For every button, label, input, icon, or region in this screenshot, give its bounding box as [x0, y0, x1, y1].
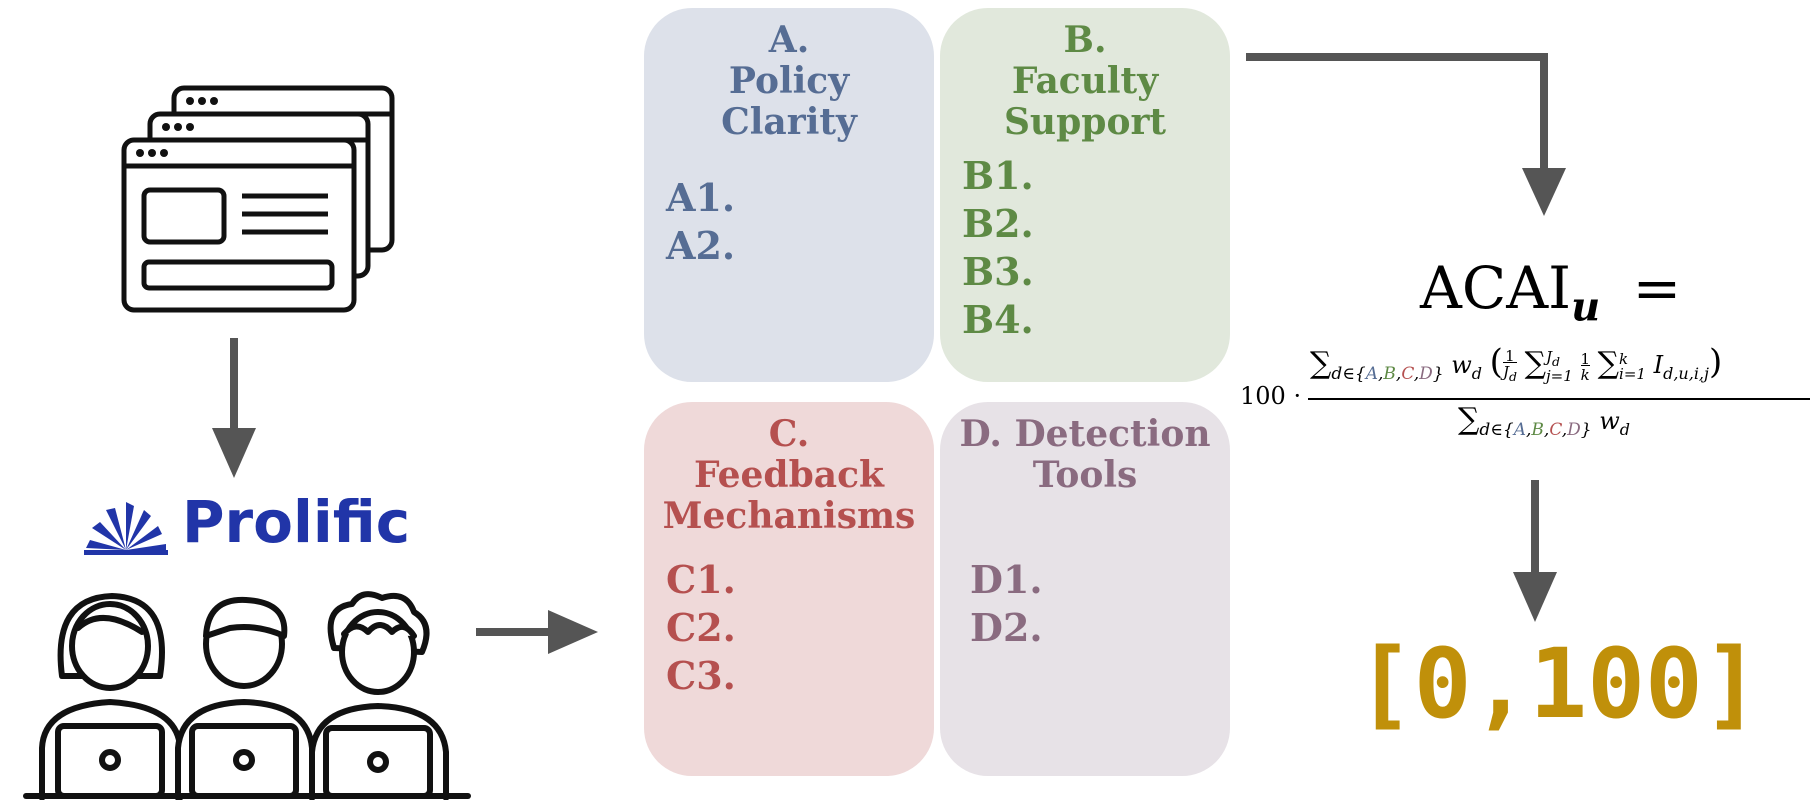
den-set-letter-a: A: [1513, 419, 1526, 440]
card-item: B1.: [962, 153, 1034, 198]
sum-j-lower: j=1: [1546, 366, 1573, 385]
frac-num: 1: [1505, 347, 1515, 365]
card-title: A. Policy Clarity: [721, 19, 857, 143]
sum-symbol-j: ∑: [1524, 346, 1547, 381]
card-items: B1. B2. B3. B4.: [962, 152, 1034, 344]
participants-illustration: [23, 591, 471, 800]
card-items: D1. D2.: [970, 556, 1043, 652]
frac-den-sub: d: [1508, 369, 1517, 384]
participant-curly-icon: [309, 591, 449, 800]
sum-symbol-i: ∑: [1597, 346, 1620, 381]
card-feedback-mechanisms: C. Feedback Mechanisms C1. C2. C3.: [644, 402, 934, 776]
sum-i-lower: i=1: [1619, 364, 1646, 383]
den-set-letter-c: C: [1549, 419, 1562, 440]
card-item: A2.: [666, 223, 736, 268]
card-faculty-support: B. Faculty Support B1. B2. B3. B4.: [940, 8, 1230, 382]
formula-lhs: ACAIu =: [1420, 254, 1681, 331]
set-close: }: [1432, 363, 1444, 384]
card-title: C. Feedback Mechanisms: [662, 413, 916, 537]
formula-denominator: ∑d∈{A,B,C,D} wd: [1458, 402, 1631, 440]
weight-sub: d: [1471, 363, 1483, 383]
indicator-sub: d,u,i,j: [1663, 363, 1709, 383]
set-letter-a: A: [1365, 363, 1378, 384]
card-item: C3.: [666, 653, 736, 698]
card-item: B3.: [962, 249, 1034, 294]
sum-i-upper: k: [1619, 349, 1629, 368]
sum-j-upper: J: [1546, 347, 1553, 366]
card-title: D. Detection Tools: [959, 413, 1211, 496]
set-prefix: d∈{: [1331, 363, 1366, 384]
participant-man-icon: [175, 596, 315, 800]
arrow-formula-to-range: [1513, 480, 1557, 622]
fraction-bar: [1308, 398, 1810, 400]
card-item: C1.: [666, 557, 736, 602]
card-item: B2.: [962, 201, 1034, 246]
prolific-logo-text: Prolific: [182, 488, 411, 556]
sum-j-upper-sub: d: [1552, 353, 1561, 369]
card-item: A1.: [666, 175, 736, 220]
den-set-letter-b: B: [1531, 419, 1544, 440]
arrow-participants-to-cards: [476, 610, 598, 654]
formula-equals: =: [1632, 254, 1682, 322]
sum-symbol-den: ∑: [1458, 402, 1480, 437]
den-set-prefix: d∈{: [1479, 419, 1514, 440]
card-items: C1. C2. C3.: [666, 556, 736, 700]
prolific-logo: Prolific: [82, 488, 412, 560]
browser-windows-icon: [121, 85, 395, 313]
arrow-cards-to-formula: [1246, 53, 1566, 216]
card-item: C2.: [666, 605, 736, 650]
frac-den: J: [1502, 363, 1509, 381]
arrow-browser-to-prolific: [212, 338, 256, 478]
card-item: B4.: [962, 297, 1034, 342]
card-detection-tools: D. Detection Tools D1. D2.: [940, 402, 1230, 776]
frac-k-den: k: [1580, 364, 1590, 384]
den-set-letter-d: D: [1567, 419, 1581, 440]
prolific-sunburst-icon: [84, 502, 168, 555]
den-weight-w: w: [1599, 407, 1620, 435]
card-items: A1. A2.: [666, 174, 735, 270]
weight-w: w: [1451, 351, 1472, 379]
set-letter-b: B: [1383, 363, 1396, 384]
formula-lhs-subscript: u: [1571, 283, 1601, 331]
formula-acai-label: ACAI: [1420, 254, 1572, 322]
set-letter-c: C: [1401, 363, 1414, 384]
den-weight-sub: d: [1619, 419, 1631, 439]
participant-woman-icon: [39, 593, 183, 800]
result-range: [0,100]: [1356, 628, 1761, 740]
indicator-i: I: [1653, 351, 1664, 379]
den-set-close: }: [1580, 419, 1592, 440]
frac-k-num: 1: [1580, 349, 1590, 368]
card-item: D2.: [970, 605, 1043, 650]
card-title: B. Faculty Support: [1003, 19, 1167, 143]
card-item: D1.: [970, 557, 1043, 602]
sum-symbol: ∑: [1310, 346, 1332, 381]
set-letter-d: D: [1419, 363, 1433, 384]
card-policy-clarity: A. Policy Clarity A1. A2.: [644, 8, 934, 382]
formula-scale: 100 ·: [1240, 382, 1302, 410]
